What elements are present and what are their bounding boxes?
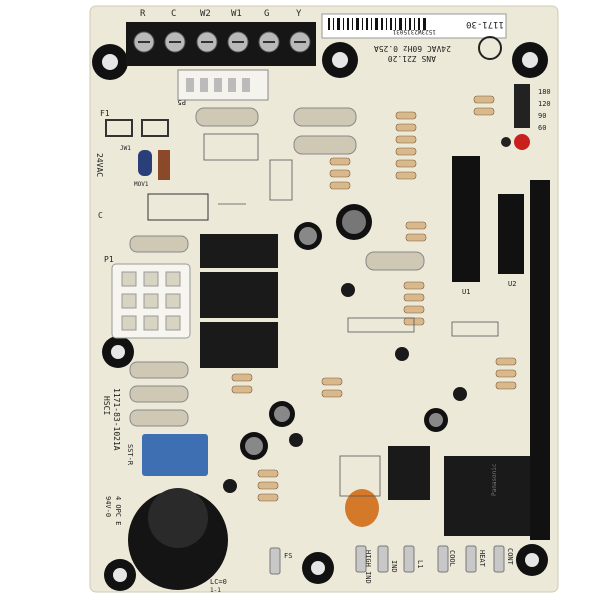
rating-line-2: ANS Z21.20 — [388, 54, 436, 63]
c-label: C — [98, 211, 103, 220]
u1-label: U1 — [462, 288, 470, 296]
timing-label-60: 60 — [538, 124, 546, 132]
bottom-terminal-labels: HIGH IND IND L1 COOL HEAT CONT — [364, 548, 514, 584]
jw1-label: JW1 — [120, 145, 131, 152]
timing-label-90: 90 — [538, 112, 546, 120]
mov-varistor — [138, 150, 152, 176]
supply-label: 24VAC — [95, 153, 104, 177]
thermostat-terminal-block — [126, 22, 316, 66]
transistors — [223, 283, 467, 493]
large-black-component-top — [148, 488, 208, 548]
side-label-opc: 4 OPC E — [114, 496, 122, 526]
terminal-labels: R C W2 W1 G Y — [140, 9, 302, 19]
power-resistors — [129, 107, 425, 427]
red-led — [514, 134, 530, 150]
connector-p1 — [111, 263, 191, 339]
fuse-label: F1 — [100, 109, 110, 118]
rating-line-1: 24VAC 60Hz 0.25A — [374, 44, 451, 53]
p5-label: P5 — [178, 98, 186, 106]
terminal-label-y: Y — [296, 9, 302, 19]
fs-label: FS — [284, 552, 292, 560]
timing-label-180: 180 — [538, 88, 551, 96]
label-heat: HEAT — [478, 550, 486, 568]
fuse-clips — [105, 119, 169, 137]
orange-ceramic-capacitor — [345, 489, 379, 527]
terminal-label-r: R — [140, 9, 146, 19]
mounting-holes — [92, 42, 548, 591]
timing-label-120: 120 — [538, 100, 551, 108]
silkscreen-lines — [203, 133, 499, 497]
relay-k1-frame — [147, 193, 209, 221]
label-cont: CONT — [506, 548, 514, 566]
side-label-part: 1171-83-1021A — [112, 388, 121, 451]
p1-label: P1 — [104, 255, 114, 264]
u2-label: U2 — [508, 280, 516, 288]
terminal-label-c: C — [171, 9, 176, 19]
label-ind: IND — [390, 560, 398, 573]
terminal-label-g: G — [264, 9, 269, 19]
timing-labels: 180 120 90 60 — [538, 88, 551, 132]
relay-brand-label: Panasonic — [491, 463, 498, 496]
small-resistors — [231, 95, 517, 502]
black-relays — [200, 234, 534, 536]
bottom-label: LC=0 — [210, 578, 227, 586]
terminal-label-w1: W1 — [231, 9, 242, 19]
terminal-label-w2: W2 — [200, 9, 211, 19]
bottom-label-2: 1-1 — [210, 587, 221, 594]
timing-jumper-header — [514, 84, 530, 128]
part-number-label: 1171-30 — [466, 19, 504, 29]
label-cool: COOL — [448, 550, 456, 567]
side-label-hsci: HSCI — [102, 396, 111, 415]
quick-connect-tabs — [269, 545, 505, 575]
jumper-brown — [158, 150, 170, 180]
led-base — [501, 137, 511, 147]
label-high-ind: HIGH IND — [364, 550, 372, 584]
certification-logo — [478, 36, 502, 60]
blue-film-capacitor — [142, 434, 208, 476]
barcode-sticker: 1523W2315031 — [321, 13, 507, 39]
side-label-94v: 94V-0 — [104, 496, 112, 517]
barcode-text: 1523W2315031 — [392, 28, 436, 35]
mov-label: MOV1 — [134, 181, 149, 188]
connector-p5 — [177, 69, 269, 101]
side-label-sst: SST-R — [126, 444, 134, 466]
ic-chips — [452, 156, 550, 540]
label-l1: L1 — [416, 560, 424, 568]
electrolytic-capacitors — [240, 204, 448, 460]
